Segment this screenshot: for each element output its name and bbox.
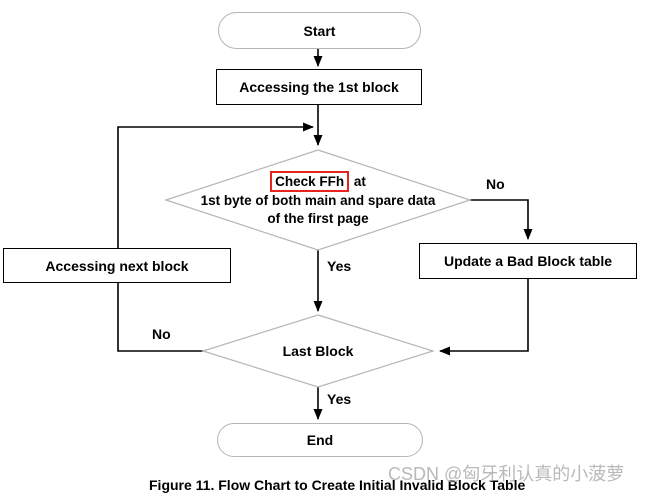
last-block-decision-shape bbox=[200, 314, 436, 388]
last-block-yes-edge-label: Yes bbox=[327, 391, 352, 407]
end-node: End bbox=[217, 423, 423, 457]
start-node: Start bbox=[218, 12, 421, 49]
check-ffh-decision-shape bbox=[164, 149, 472, 251]
last-block-label: Last Block bbox=[282, 343, 354, 359]
check-no-edge-label: No bbox=[486, 176, 505, 192]
check-yes-edge-label: Yes bbox=[327, 258, 352, 274]
check-ffh-line2: 1st byte of both main and spare data bbox=[200, 193, 436, 208]
check-ffh-line1-rest: at bbox=[350, 174, 366, 189]
last-block-no-edge-label: No bbox=[152, 326, 171, 342]
end-label: End bbox=[306, 432, 334, 448]
edge-update-to-last-block bbox=[439, 279, 529, 356]
csdn-watermark: CSDN @匈牙利认真的小菠萝 bbox=[388, 464, 625, 484]
accessing-next-block-node: Accessing next block bbox=[3, 248, 231, 283]
edge-check-no-to-update bbox=[470, 199, 533, 240]
edge-last-block-no-feedback bbox=[117, 122, 314, 352]
last-block-decision-text: Last Block bbox=[218, 343, 418, 359]
figure-caption: Figure 11. Flow Chart to Create Initial … bbox=[149, 477, 526, 493]
start-label: Start bbox=[303, 22, 336, 39]
update-bad-block-table-label: Update a Bad Block table bbox=[443, 253, 613, 269]
accessing-first-block-label: Accessing the 1st block bbox=[239, 79, 399, 95]
check-ffh-highlight-box: Check FFh bbox=[270, 171, 350, 192]
accessing-first-block-node: Accessing the 1st block bbox=[216, 69, 422, 105]
accessing-next-block-label: Accessing next block bbox=[45, 257, 189, 274]
check-ffh-line3: of the first page bbox=[267, 211, 369, 226]
check-ffh-decision-text: Check FFh at 1st byte of both main and s… bbox=[118, 171, 518, 228]
update-bad-block-table-node: Update a Bad Block table bbox=[419, 243, 637, 279]
